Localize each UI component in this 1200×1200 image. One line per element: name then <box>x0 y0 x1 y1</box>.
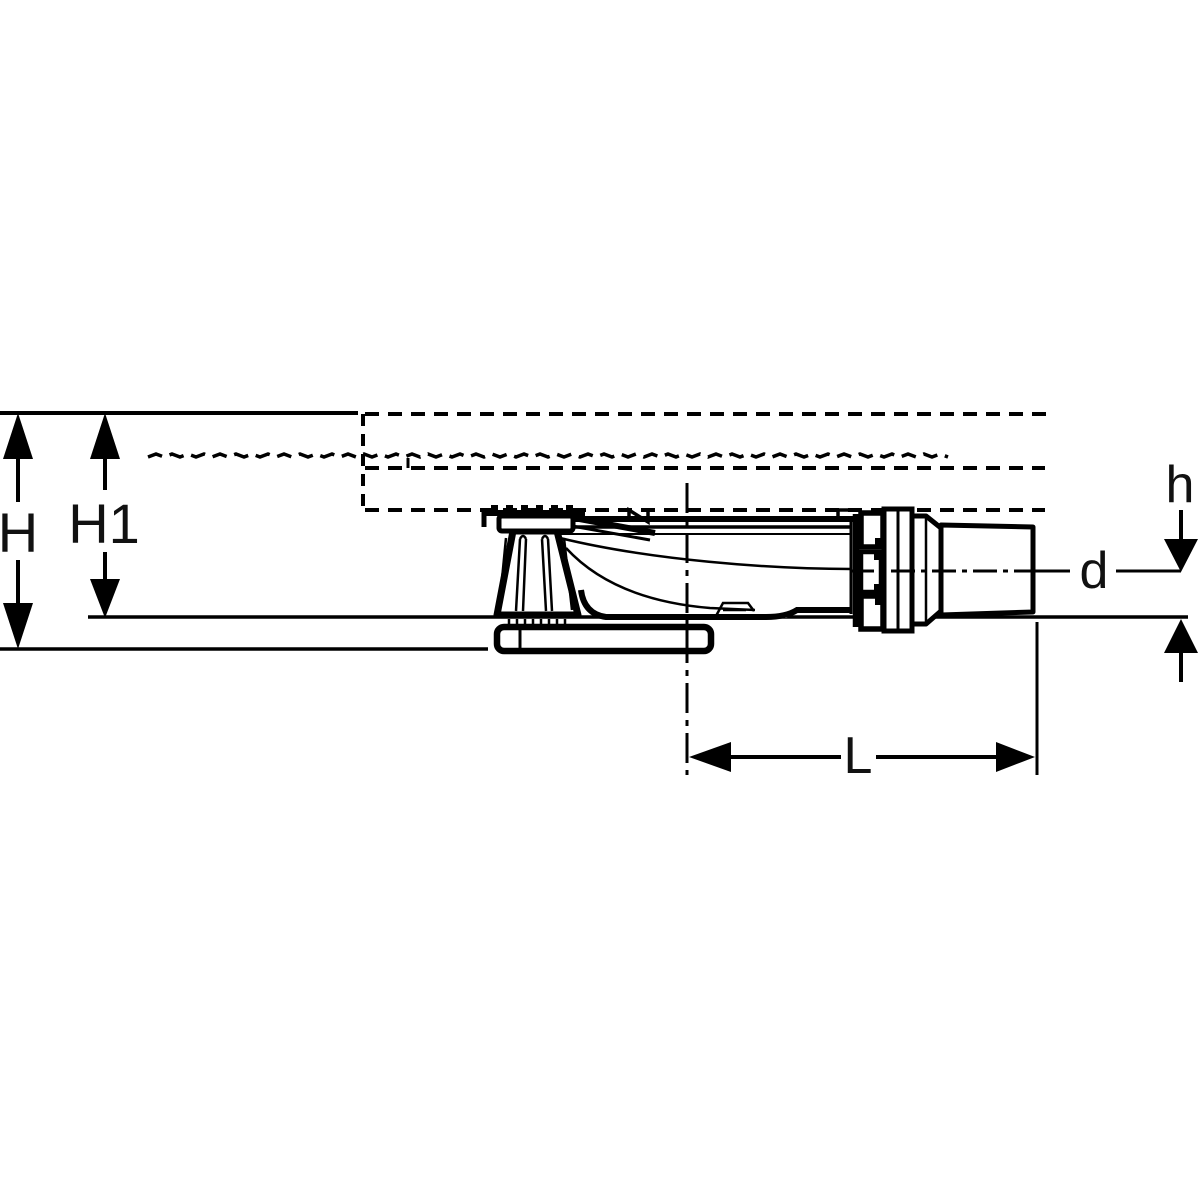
coupling-mid-notch-lower <box>874 584 882 592</box>
dimension-H1-label: H1 <box>68 492 140 555</box>
dimension-h-arrowhead-up <box>1164 619 1198 653</box>
dimension-H1-arrowhead-down <box>90 579 120 618</box>
coupling-mid-notch-upper <box>874 552 882 560</box>
trap-inner-curve-lower <box>565 547 756 612</box>
funnel-diagonal-thin <box>571 524 651 542</box>
dimension-H-arrowhead-up <box>3 413 33 459</box>
grate-teeth <box>491 505 573 512</box>
trap-inner-curve-upper <box>559 536 852 571</box>
foot-inner-edge-left <box>497 537 508 611</box>
dimension-d-label: d <box>1080 542 1109 600</box>
dimension-H-label: H <box>0 501 38 564</box>
tile-surface-wavy-line <box>147 452 949 459</box>
section-break-mark <box>627 506 650 526</box>
foot-ribs-below-base <box>507 619 567 626</box>
funnel-diagonal-thick <box>573 515 656 536</box>
dimension-H-arrowhead-down <box>3 603 33 649</box>
dimension-h-arrowhead-down <box>1164 539 1198 572</box>
drain-flange <box>481 505 585 534</box>
dimension-H1: H1 <box>68 413 140 618</box>
trap-dip-detail <box>714 601 755 617</box>
coupling-bottom-notch <box>875 596 884 605</box>
trap-body-bottom-outline <box>578 589 852 620</box>
foot-base-plate <box>493 623 715 655</box>
dimension-L: L <box>689 622 1039 785</box>
coupling-top-notch <box>875 538 884 547</box>
dimension-d: d <box>1080 542 1109 600</box>
trap-body <box>556 506 855 620</box>
dimension-H: H <box>0 413 38 649</box>
outlet-top-step <box>836 508 855 519</box>
dimension-L-arrowhead-right <box>996 742 1035 772</box>
trap-body-fill <box>556 514 852 618</box>
foot-inner-edge-right <box>562 537 574 611</box>
base-plate-outline <box>493 623 715 655</box>
dimension-H1-arrowhead-up <box>90 413 120 459</box>
dimension-L-label: L <box>844 727 873 785</box>
dimension-h: h <box>1164 456 1198 682</box>
dimension-h-label: h <box>1166 456 1195 514</box>
foot-slot-right <box>540 534 554 612</box>
centerlines <box>685 483 1181 775</box>
foot-slot-left <box>514 534 528 612</box>
flange-body <box>496 513 576 534</box>
support-foot <box>493 527 582 626</box>
dimension-L-arrowhead-left <box>689 742 731 772</box>
